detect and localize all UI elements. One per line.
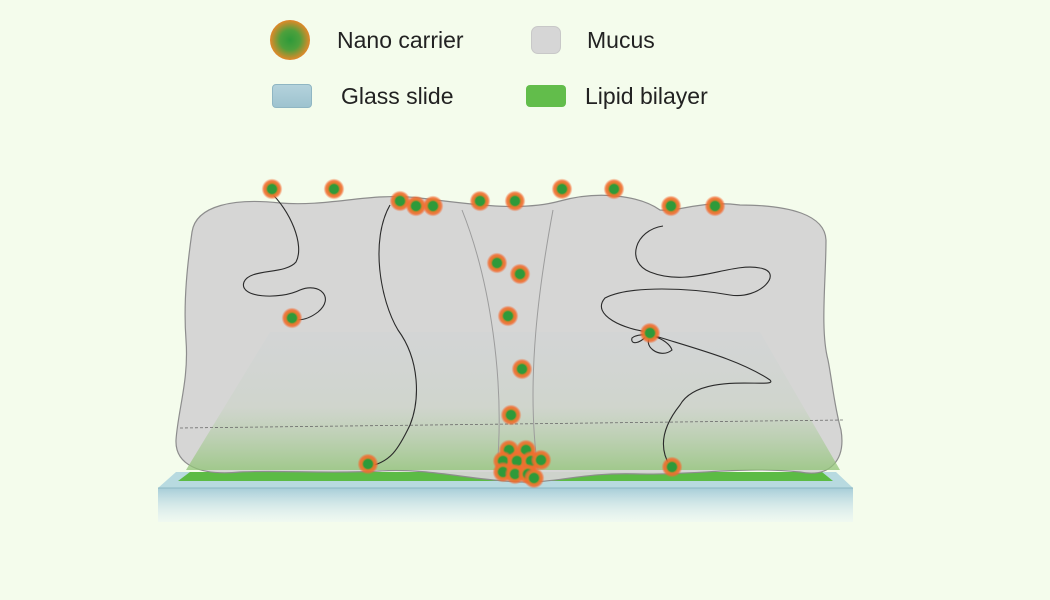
lipid-bilayer-swatch-icon (526, 85, 566, 107)
nano-carrier-core (329, 184, 339, 194)
nano-carrier-core (475, 196, 485, 206)
nano-carrier-core (287, 313, 297, 323)
nano-carrier-core (395, 196, 405, 206)
legend-label-glass-slide: Glass slide (341, 82, 454, 109)
legend-item-nano-carrier: Nano carrier (270, 20, 464, 60)
nano-carrier-icon (270, 20, 310, 60)
nano-carrier-core (645, 328, 655, 338)
nano-carrier-core (557, 184, 567, 194)
legend-label-nano-carrier: Nano carrier (337, 26, 464, 53)
nano-carrier-core (667, 462, 677, 472)
nano-carrier-core (510, 469, 520, 479)
nano-carrier-core (609, 184, 619, 194)
legend-item-lipid-bilayer: Lipid bilayer (526, 76, 708, 116)
nano-carrier-core (428, 201, 438, 211)
legend-label-mucus: Mucus (587, 26, 655, 53)
glass-slide-swatch-icon (272, 84, 312, 108)
nano-carrier-core (510, 196, 520, 206)
nano-carrier-core (503, 311, 513, 321)
legend-label-lipid-bilayer: Lipid bilayer (585, 82, 708, 109)
nano-carrier-core (529, 473, 539, 483)
nano-carrier-core (536, 455, 546, 465)
nano-carrier-core (517, 364, 527, 374)
nano-carrier-core (492, 258, 502, 268)
nano-carrier-core (411, 201, 421, 211)
legend-item-glass-slide: Glass slide (272, 76, 453, 116)
legend-item-mucus: Mucus (531, 20, 655, 60)
mucus-channel (461, 209, 554, 471)
nano-carrier-core (710, 201, 720, 211)
nano-carriers (261, 178, 726, 489)
nano-carrier-core (363, 459, 373, 469)
nano-carrier-core (267, 184, 277, 194)
legend: Nano carrier Mucus Glass slide Lipid bil… (270, 20, 790, 120)
mucus-swatch-icon (531, 26, 561, 54)
nano-carrier-core (515, 269, 525, 279)
nano-carrier-core (666, 201, 676, 211)
nano-carrier-core (506, 410, 516, 420)
mucus-depth-plane (186, 332, 840, 470)
nano-carrier-core (512, 456, 522, 466)
